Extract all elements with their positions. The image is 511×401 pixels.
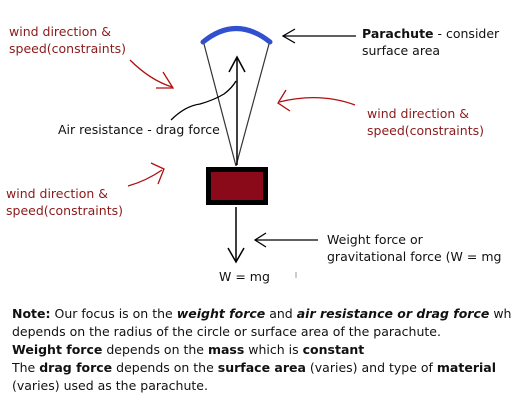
weight-force-pointer-arrowhead — [253, 232, 267, 248]
wind-label-top-left-line1: wind direction & — [9, 24, 112, 39]
note-line1-segment-5: which — [493, 306, 511, 321]
note-line4-segment-2: depends on the — [112, 360, 218, 375]
parachute-label-rest: - consider — [433, 26, 500, 41]
note-line1-segment-0: Note: — [12, 306, 51, 321]
parachute-label-line2: surface area — [362, 43, 441, 58]
note-line3-segment-4: constant — [302, 342, 365, 357]
note-line2-segment-0: depends on the radius of the circle or s… — [12, 324, 441, 339]
note-line-5: (varies) used as the parachute. — [12, 377, 504, 395]
note-line-2: depends on the radius of the circle or s… — [12, 323, 504, 341]
wind-label-bottom-left-line1: wind direction & — [6, 186, 109, 201]
parachute-diagram — [127, 26, 356, 278]
air-resistance-pointer-arrow — [170, 80, 237, 121]
note-line3-segment-0: Weight force — [12, 342, 103, 357]
wind-label-top-left: wind direction & speed(constraints) — [9, 23, 126, 57]
wind-label-bottom-left: wind direction & speed(constraints) — [6, 185, 123, 219]
air-resistance-label: Air resistance - drag force — [58, 122, 220, 137]
wind-label-right-line1: wind direction & — [367, 106, 470, 121]
payload-box-fill — [211, 172, 263, 200]
weight-force-label: Weight force or gravitational force (W =… — [327, 231, 501, 265]
wind-arrow-right-head — [277, 89, 291, 112]
wind-label-bottom-left-line2: speed(constraints) — [6, 203, 123, 218]
wind-arrow-right — [278, 97, 356, 106]
note-line3-segment-2: mass — [207, 342, 245, 357]
wind-label-top-left-line2: speed(constraints) — [9, 41, 126, 56]
weight-force-label-line2: gravitational force (W = mg — [327, 249, 502, 264]
note-line-4: The drag force depends on the surface ar… — [12, 359, 504, 377]
parachute-label: Parachute - consider surface area — [362, 25, 499, 59]
note-line4-segment-5: material — [436, 360, 496, 375]
note-block: Note: Our focus is on the weight force a… — [12, 305, 511, 395]
wind-arrow-top-left — [129, 59, 173, 88]
wind-arrow-top-left-head — [156, 71, 175, 89]
parachute-label-line1: Parachute - consider — [362, 25, 499, 42]
note-line4-segment-3: surface area — [217, 360, 306, 375]
note-line-1: Note: Our focus is on the weight force a… — [12, 305, 511, 323]
weight-force-label-line1: Weight force or — [327, 232, 423, 247]
note-line3-segment-1: depends on the — [102, 342, 208, 357]
parachute-canopy — [200, 26, 273, 45]
note-line5-segment-0: (varies) used as the parachute. — [12, 378, 208, 393]
wind-arrow-bottom-left-head — [150, 162, 165, 185]
w-equals-mg-label: W = mg — [219, 269, 270, 284]
wind-arrow-bottom-left — [127, 169, 163, 187]
wind-label-right-line2: speed(constraints) — [367, 123, 484, 138]
note-line1-segment-4: air resistance or drag force — [296, 306, 490, 321]
suspension-line-right — [235, 43, 270, 167]
note-line-3: Weight force depends on the mass which i… — [12, 341, 504, 359]
note-line1-segment-3: and — [265, 306, 297, 321]
note-line4-segment-1: drag force — [39, 360, 113, 375]
note-line4-segment-4: (varies) and type of — [305, 360, 437, 375]
note-line4-segment-0: The — [12, 360, 40, 375]
parachute-pointer-arrowhead — [281, 28, 296, 44]
drag-force-arrowhead — [228, 55, 246, 73]
note-line1-segment-1: Our focus is on the — [50, 306, 177, 321]
note-line1-segment-2: weight force — [176, 306, 266, 321]
note-line3-segment-3: which is — [244, 342, 303, 357]
weight-force-arrowhead — [227, 247, 245, 264]
suspension-line-left — [203, 43, 237, 167]
parachute-label-bold: Parachute — [362, 26, 434, 41]
wind-label-right: wind direction & speed(constraints) — [367, 105, 484, 139]
